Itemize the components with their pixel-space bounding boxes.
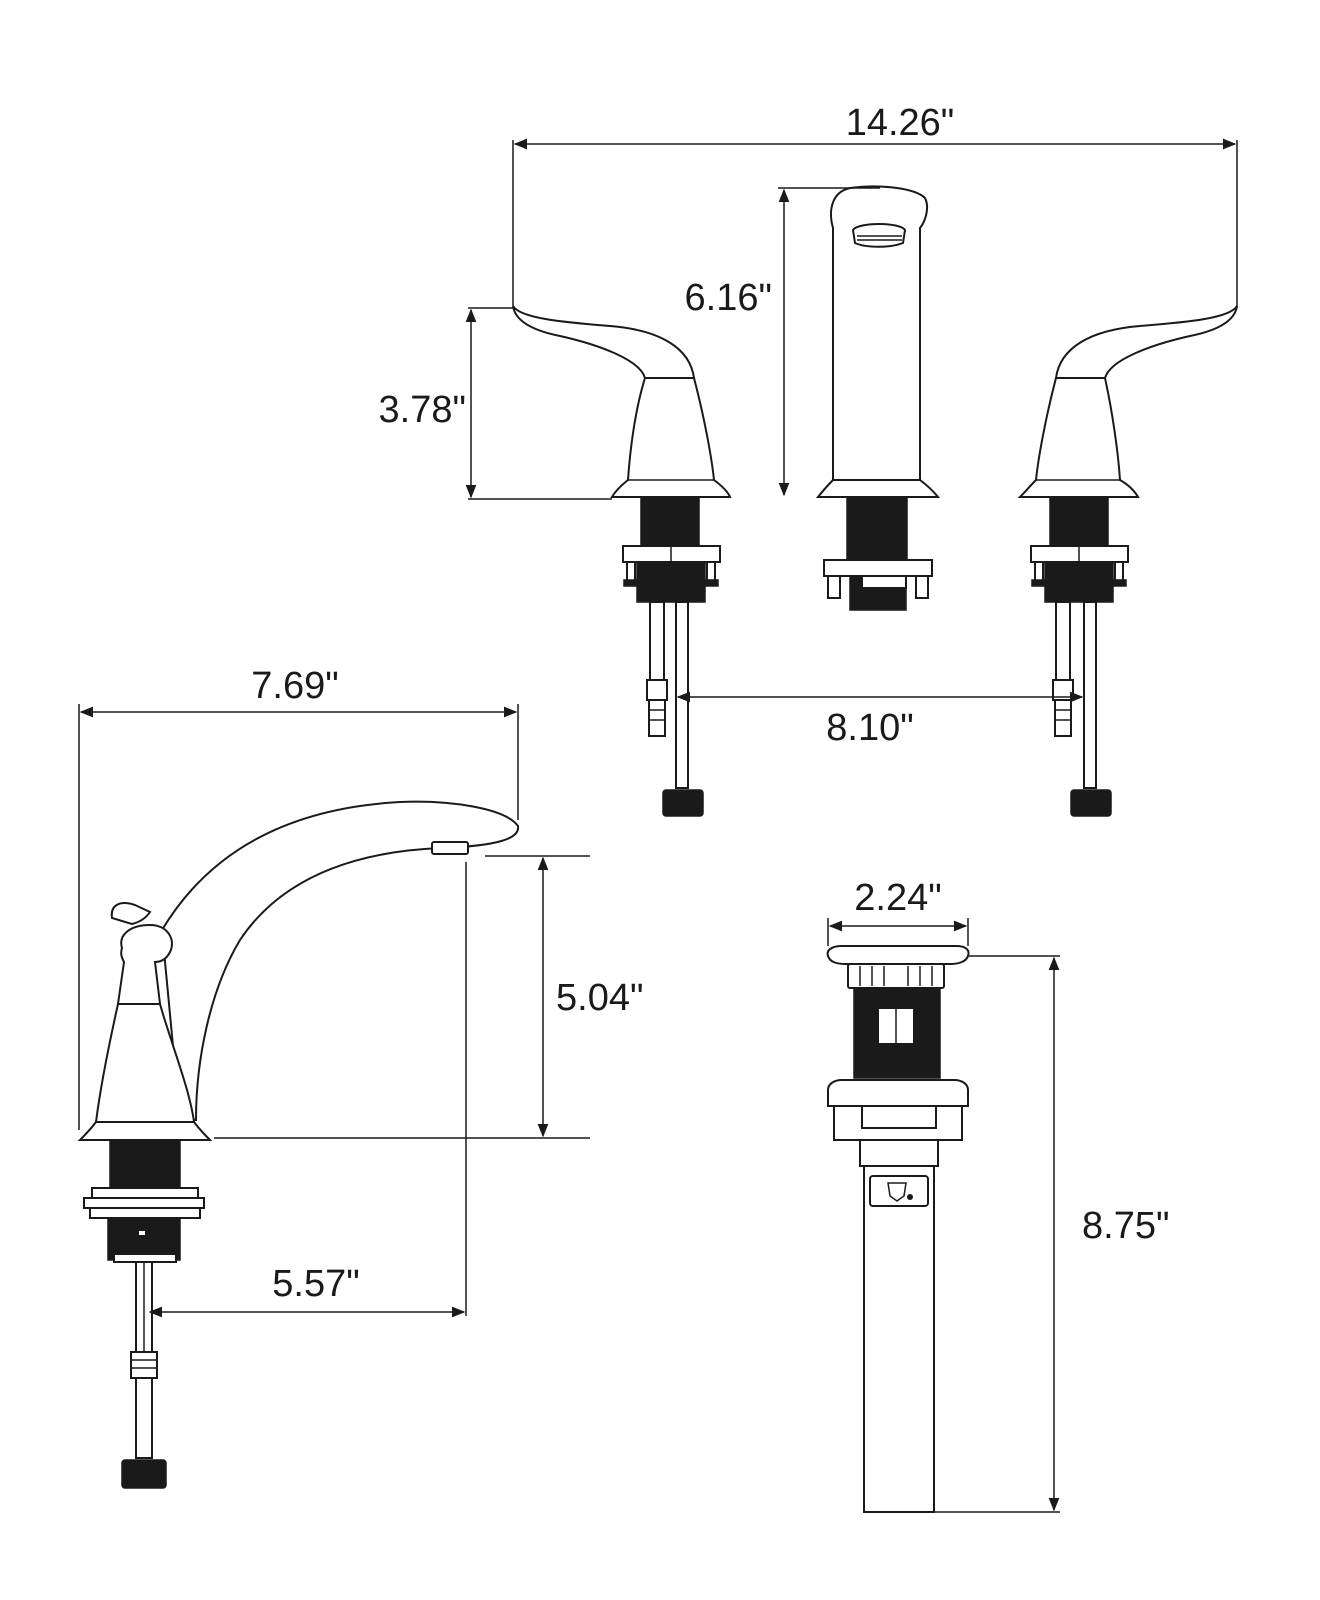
- front-view: 14.26" 6.16" 3.78" 8.10": [379, 102, 1238, 817]
- dimension-spout-clearance: 5.04": [214, 855, 643, 1139]
- dimension-spout-height: 6.16": [685, 187, 880, 497]
- overall-width-label: 14.26": [846, 102, 955, 144]
- spout-reach-label: 5.57": [272, 1263, 359, 1305]
- dimension-handle-height: 3.78": [379, 307, 612, 500]
- drain-diameter-label: 2.24": [854, 877, 941, 919]
- right-handle: [1017, 305, 1238, 817]
- left-handle: [512, 305, 732, 817]
- side-view: 7.69" 5.04" 5.57": [77, 665, 643, 1489]
- dimension-drain-length: 8.75": [934, 955, 1169, 1513]
- dimension-drain-diameter: 2.24": [827, 877, 969, 946]
- center-spread-label: 8.10": [826, 707, 913, 749]
- dimension-overall-width: 14.26": [512, 102, 1238, 306]
- pop-up-drain: 2.24" 8.75": [826, 877, 1169, 1513]
- spout-height-label: 6.16": [685, 277, 772, 319]
- side-width-label: 7.69": [251, 665, 338, 707]
- dimension-side-width: 7.69": [78, 665, 519, 1130]
- dimension-center-spread: 8.10": [676, 691, 1084, 749]
- dimension-spout-reach: 5.57": [148, 862, 467, 1318]
- handle-height-label: 3.78": [379, 389, 466, 431]
- spout-clearance-label: 5.04": [556, 977, 643, 1019]
- center-spout: [815, 185, 941, 611]
- drain-length-label: 8.75": [1082, 1205, 1169, 1247]
